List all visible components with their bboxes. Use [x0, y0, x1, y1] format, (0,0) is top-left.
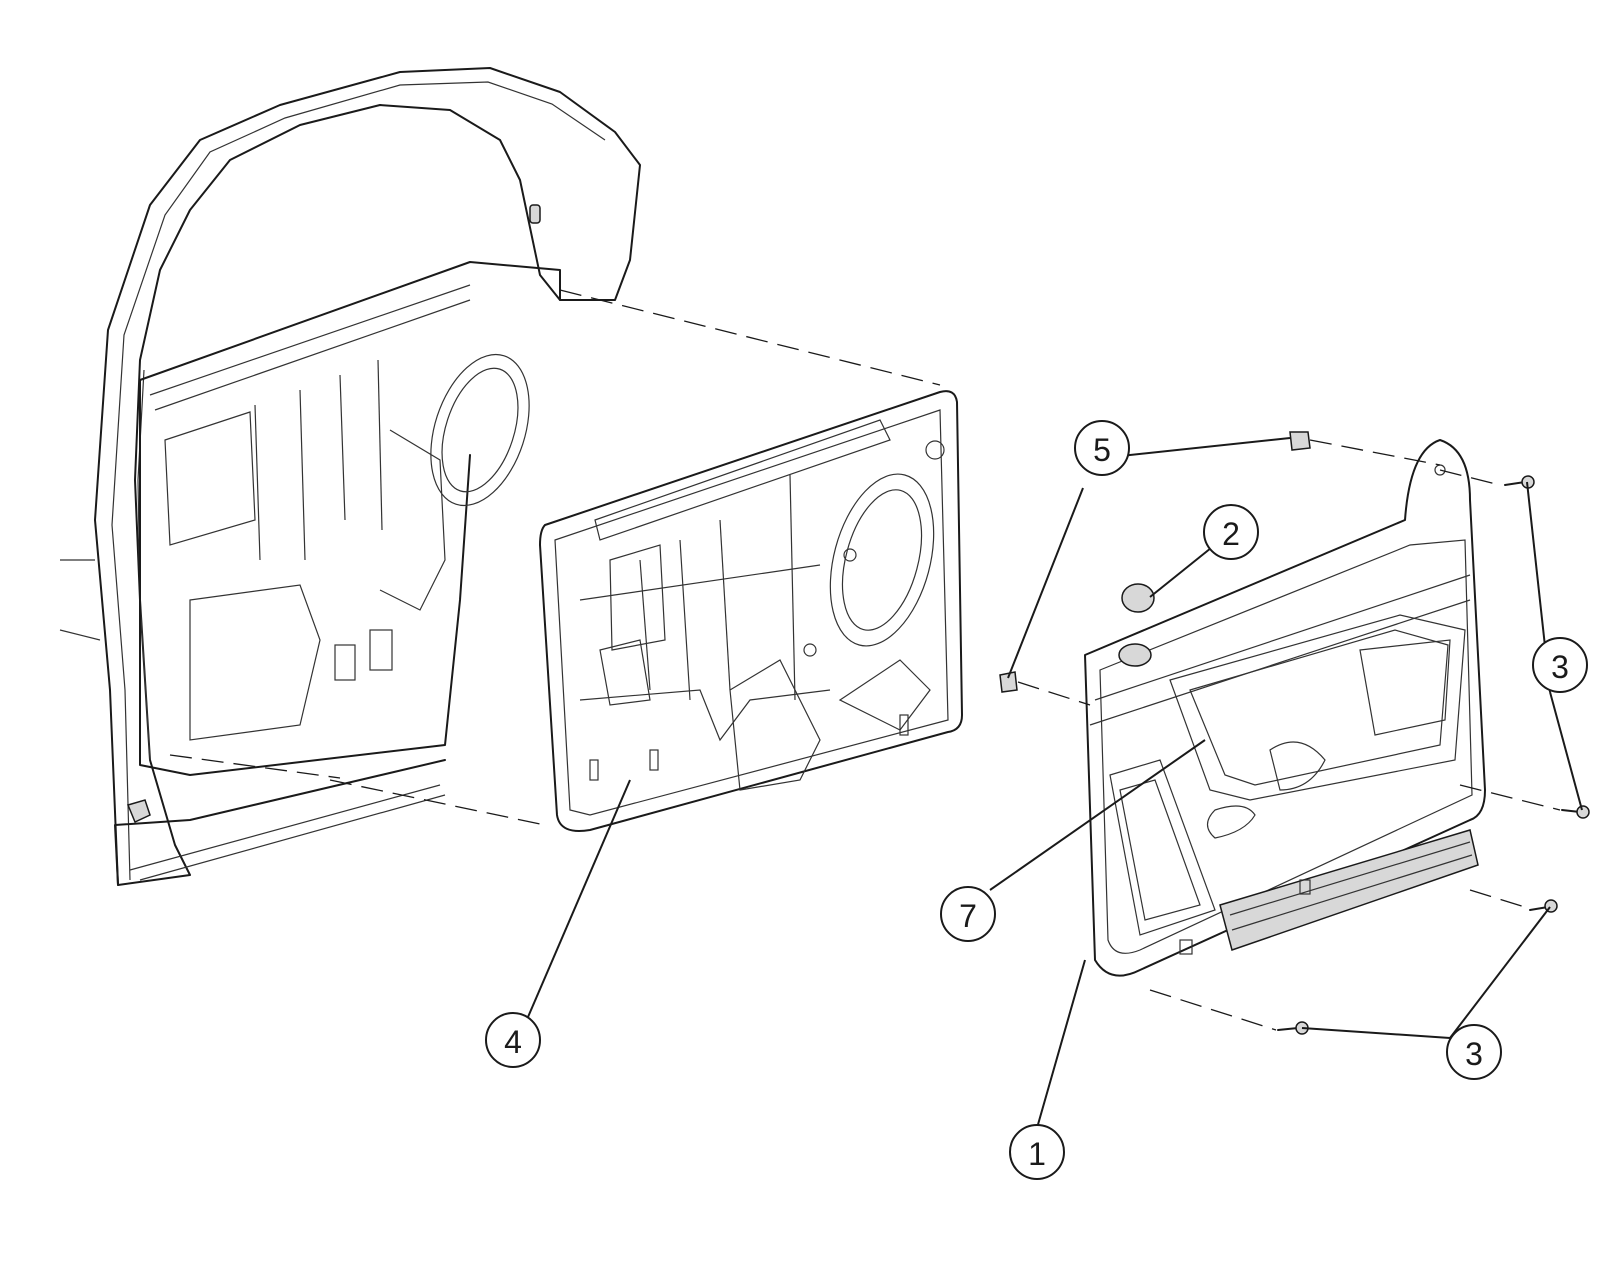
watershield-panel: [539, 390, 963, 832]
fastener-lines: [1017, 439, 1561, 1031]
clip-upper: [1289, 431, 1311, 451]
callout-2: 2: [1203, 504, 1259, 560]
svg-text:3: 3: [1465, 1036, 1483, 1072]
callout-7: 7: [940, 886, 996, 942]
screw-lower-right: [1529, 899, 1558, 913]
callout-4: 4: [485, 1012, 541, 1068]
svg-text:2: 2: [1222, 516, 1240, 552]
svg-text:4: 4: [504, 1024, 522, 1060]
svg-text:5: 5: [1093, 432, 1111, 468]
door-frame: [59, 67, 641, 886]
screw-middle: [1561, 805, 1590, 819]
small-fasteners: [999, 431, 1590, 1035]
leader-lines: [527, 437, 1583, 1129]
callout-1: 1: [1009, 1124, 1065, 1180]
callout-3-bottom: 3: [1446, 1024, 1502, 1080]
plug: [1121, 583, 1155, 613]
svg-text:3: 3: [1551, 649, 1569, 685]
svg-text:1: 1: [1028, 1136, 1046, 1172]
screw-upper: [1504, 475, 1535, 489]
callout-5: 5: [1074, 420, 1130, 476]
svg-text:7: 7: [959, 898, 977, 934]
door-trim-panel: [1084, 439, 1486, 977]
alignment-lines: [169, 289, 941, 826]
callout-3-right: 3: [1532, 637, 1588, 693]
